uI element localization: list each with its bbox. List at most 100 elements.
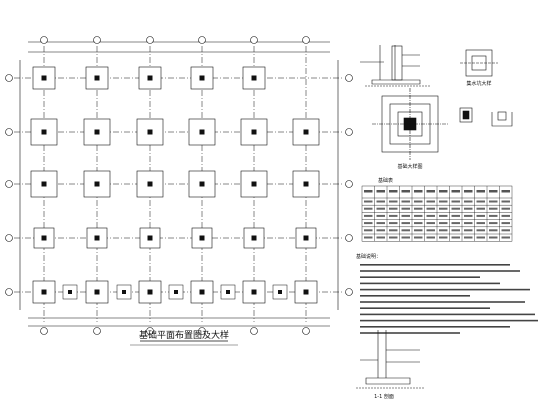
footing-column bbox=[147, 75, 153, 81]
section-caption: 基础大样图 bbox=[397, 163, 422, 170]
note-line bbox=[360, 295, 470, 297]
footing-column bbox=[41, 75, 47, 81]
table-cell-mark bbox=[476, 214, 485, 217]
footing-column bbox=[147, 289, 153, 295]
table-cell-mark bbox=[389, 207, 398, 210]
axis-bubble-top bbox=[198, 36, 206, 44]
table-cell-mark bbox=[476, 207, 485, 210]
axis-bubble-bottom bbox=[40, 327, 48, 335]
axis-bubble-bottom bbox=[93, 327, 101, 335]
axis-bubble-right bbox=[345, 180, 353, 188]
table-cell-mark bbox=[414, 236, 423, 239]
small-footing bbox=[62, 284, 78, 300]
footing bbox=[191, 227, 213, 249]
footing-column bbox=[199, 235, 205, 241]
footing-column bbox=[94, 235, 100, 241]
table-cell-mark bbox=[376, 229, 385, 232]
small-footing-column bbox=[226, 290, 230, 294]
table-cell-mark bbox=[364, 229, 373, 232]
small-footing-column bbox=[122, 290, 126, 294]
table-cell-mark bbox=[401, 229, 410, 232]
table-cell-mark bbox=[389, 222, 398, 225]
table-cell-mark bbox=[364, 200, 373, 203]
table-header-mark bbox=[439, 190, 448, 193]
table-cell-mark bbox=[389, 200, 398, 203]
footing bbox=[294, 280, 318, 304]
footing-column bbox=[147, 129, 153, 135]
axis-bubble-top bbox=[40, 36, 48, 44]
footings-layer bbox=[30, 66, 320, 304]
axis-bubble-top bbox=[146, 36, 154, 44]
footing bbox=[190, 66, 214, 90]
table-cell-mark bbox=[426, 222, 435, 225]
footing bbox=[242, 280, 266, 304]
small-footing-column bbox=[68, 290, 72, 294]
footing-column bbox=[41, 181, 47, 187]
table-cell-mark bbox=[476, 236, 485, 239]
table-cell-mark bbox=[451, 207, 460, 210]
table-title: 基础表 bbox=[378, 177, 393, 184]
table-cell-mark bbox=[439, 200, 448, 203]
table-cell-mark bbox=[364, 236, 373, 239]
table-cell-mark bbox=[464, 222, 473, 225]
footing-column bbox=[251, 129, 257, 135]
table-cell-mark bbox=[414, 207, 423, 210]
table-cell-mark bbox=[451, 200, 460, 203]
table-cell-mark bbox=[426, 207, 435, 210]
note-line bbox=[360, 319, 538, 322]
table-cell-mark bbox=[501, 222, 510, 225]
footing bbox=[136, 170, 164, 198]
note-line bbox=[360, 307, 490, 309]
table-cell-mark bbox=[389, 214, 398, 217]
axis-bubble-right bbox=[345, 74, 353, 82]
table-cell-mark bbox=[439, 236, 448, 239]
bottom-section-detail bbox=[356, 330, 424, 389]
table-cell-mark bbox=[364, 222, 373, 225]
table-cell-mark bbox=[376, 200, 385, 203]
footing-column bbox=[199, 289, 205, 295]
table-cell-mark bbox=[501, 214, 510, 217]
footing bbox=[190, 280, 214, 304]
axis-bubbles bbox=[5, 36, 353, 335]
small-footing bbox=[272, 284, 288, 300]
footing-column bbox=[303, 235, 309, 241]
footing bbox=[83, 118, 111, 146]
table-cell-mark bbox=[439, 229, 448, 232]
footing-column bbox=[94, 75, 100, 81]
table-cell-mark bbox=[401, 222, 410, 225]
table-cell-mark bbox=[414, 222, 423, 225]
note-line bbox=[360, 282, 500, 285]
table-cell-mark bbox=[376, 222, 385, 225]
footing-column bbox=[41, 129, 47, 135]
footing bbox=[85, 66, 109, 90]
table-cell-mark bbox=[426, 229, 435, 232]
footing bbox=[32, 66, 56, 90]
footing-column bbox=[199, 129, 205, 135]
table-cell-mark bbox=[426, 214, 435, 217]
footing-outline bbox=[188, 170, 216, 198]
footing bbox=[292, 170, 320, 198]
axis-bubble-left bbox=[5, 288, 13, 296]
footing-column bbox=[94, 289, 100, 295]
table-cell-mark bbox=[439, 214, 448, 217]
note-line bbox=[360, 301, 525, 303]
bottom-section-caption: 1-1 剖面 bbox=[374, 393, 394, 400]
small-footing bbox=[168, 284, 184, 300]
footing-column bbox=[303, 129, 309, 135]
table-cell-mark bbox=[389, 229, 398, 232]
axis-bubble-right bbox=[345, 288, 353, 296]
footing bbox=[240, 170, 268, 198]
axis-bubble-right bbox=[345, 234, 353, 242]
table-cell-mark bbox=[376, 236, 385, 239]
small-section-b bbox=[491, 111, 513, 127]
note-line bbox=[360, 264, 510, 266]
footing-column bbox=[251, 75, 257, 81]
footing bbox=[292, 118, 320, 146]
footing-column bbox=[251, 235, 257, 241]
axis-bubble-bottom bbox=[302, 327, 310, 335]
table-cell-mark bbox=[489, 222, 498, 225]
footing bbox=[138, 280, 162, 304]
table-cell-mark bbox=[476, 222, 485, 225]
table-cell-mark bbox=[464, 214, 473, 217]
